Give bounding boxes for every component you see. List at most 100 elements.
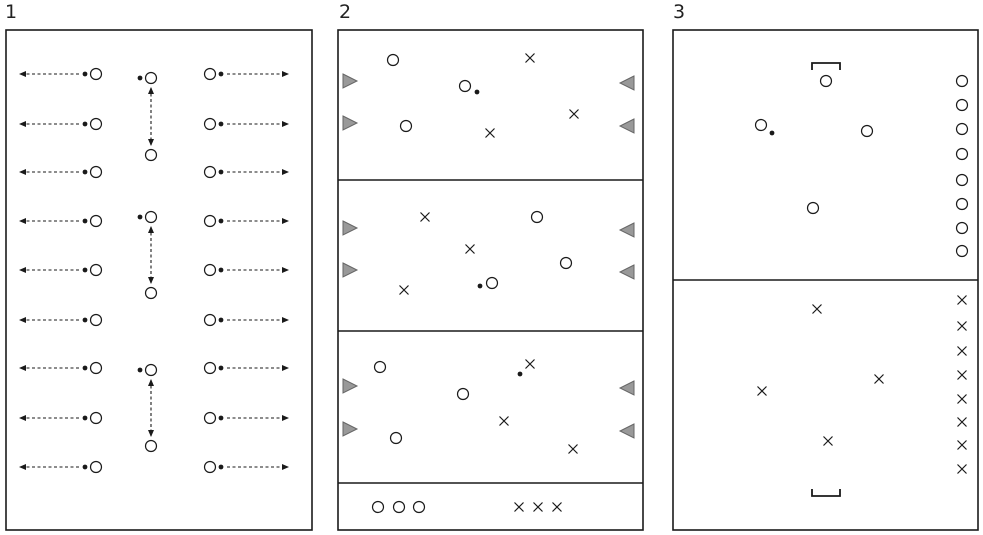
opponent-cross [399, 285, 409, 295]
player-circle [89, 263, 103, 277]
player-circle [819, 74, 833, 88]
ball-dot [82, 365, 88, 371]
player-circle [89, 165, 103, 179]
player-circle [144, 148, 158, 162]
player-circle [203, 313, 217, 327]
opponent-cross [957, 346, 967, 356]
player-circle [754, 118, 768, 132]
player-circle [89, 214, 103, 228]
ball-dot [82, 121, 88, 127]
ball-dot [474, 89, 480, 95]
player-circle [203, 165, 217, 179]
opponent-cross [812, 304, 822, 314]
player-circle [389, 431, 403, 445]
cone-marker [618, 380, 635, 396]
cone-marker [342, 421, 359, 437]
opponent-cross [957, 464, 967, 474]
player-circle [955, 74, 969, 88]
panel-1-field [5, 29, 313, 531]
player-circle [955, 173, 969, 187]
opponent-cross [569, 109, 579, 119]
ball-dot [137, 214, 143, 220]
opponent-cross [499, 416, 509, 426]
opponent-cross [957, 295, 967, 305]
opponent-cross [874, 374, 884, 384]
player-circle [203, 214, 217, 228]
player-circle [203, 263, 217, 277]
player-circle [386, 53, 400, 67]
player-circle [955, 122, 969, 136]
player-circle [89, 361, 103, 375]
player-circle [412, 500, 426, 514]
opponent-cross [485, 128, 495, 138]
ball-dot [769, 130, 775, 136]
player-circle [144, 363, 158, 377]
panel-1-label: 1 [5, 1, 18, 23]
player-circle [860, 124, 874, 138]
player-circle [399, 119, 413, 133]
player-circle [144, 286, 158, 300]
cone-marker [618, 222, 635, 238]
player-circle [144, 210, 158, 224]
player-circle [203, 411, 217, 425]
player-circle [203, 460, 217, 474]
ball-dot [82, 169, 88, 175]
ball-dot [137, 75, 143, 81]
ball-dot [517, 371, 523, 377]
player-circle [530, 210, 544, 224]
cone-marker [342, 73, 359, 89]
mini-goal [811, 489, 841, 497]
cone-marker [342, 115, 359, 131]
player-circle [89, 117, 103, 131]
cone-marker [618, 118, 635, 134]
ball-dot [82, 464, 88, 470]
ball-dot [218, 121, 224, 127]
opponent-cross [757, 386, 767, 396]
opponent-cross [552, 502, 562, 512]
opponent-cross [957, 321, 967, 331]
player-circle [955, 244, 969, 258]
player-circle [203, 67, 217, 81]
player-circle [371, 500, 385, 514]
cone-marker [618, 75, 635, 91]
player-circle [203, 361, 217, 375]
player-circle [392, 500, 406, 514]
player-circle [144, 439, 158, 453]
panel-2-label: 2 [339, 1, 352, 23]
opponent-cross [514, 502, 524, 512]
cone-marker [342, 378, 359, 394]
player-circle [806, 201, 820, 215]
player-circle [89, 67, 103, 81]
opponent-cross [957, 370, 967, 380]
opponent-cross [957, 417, 967, 427]
cone-marker [618, 264, 635, 280]
mini-goal [811, 62, 841, 70]
player-circle [89, 313, 103, 327]
opponent-cross [957, 440, 967, 450]
player-circle [456, 387, 470, 401]
ball-dot [218, 267, 224, 273]
player-circle [373, 360, 387, 374]
ball-dot [477, 283, 483, 289]
ball-dot [218, 464, 224, 470]
cone-marker [342, 220, 359, 236]
player-circle [955, 221, 969, 235]
opponent-cross [957, 394, 967, 404]
panel-3-label: 3 [673, 1, 686, 23]
player-circle [203, 117, 217, 131]
ball-dot [137, 367, 143, 373]
ball-dot [218, 365, 224, 371]
opponent-cross [568, 444, 578, 454]
player-circle [485, 276, 499, 290]
ball-dot [218, 218, 224, 224]
player-circle [458, 79, 472, 93]
cone-marker [618, 423, 635, 439]
opponent-cross [823, 436, 833, 446]
ball-dot [82, 415, 88, 421]
panel-2-field [337, 29, 644, 531]
player-circle [955, 98, 969, 112]
player-circle [144, 71, 158, 85]
opponent-cross [525, 53, 535, 63]
